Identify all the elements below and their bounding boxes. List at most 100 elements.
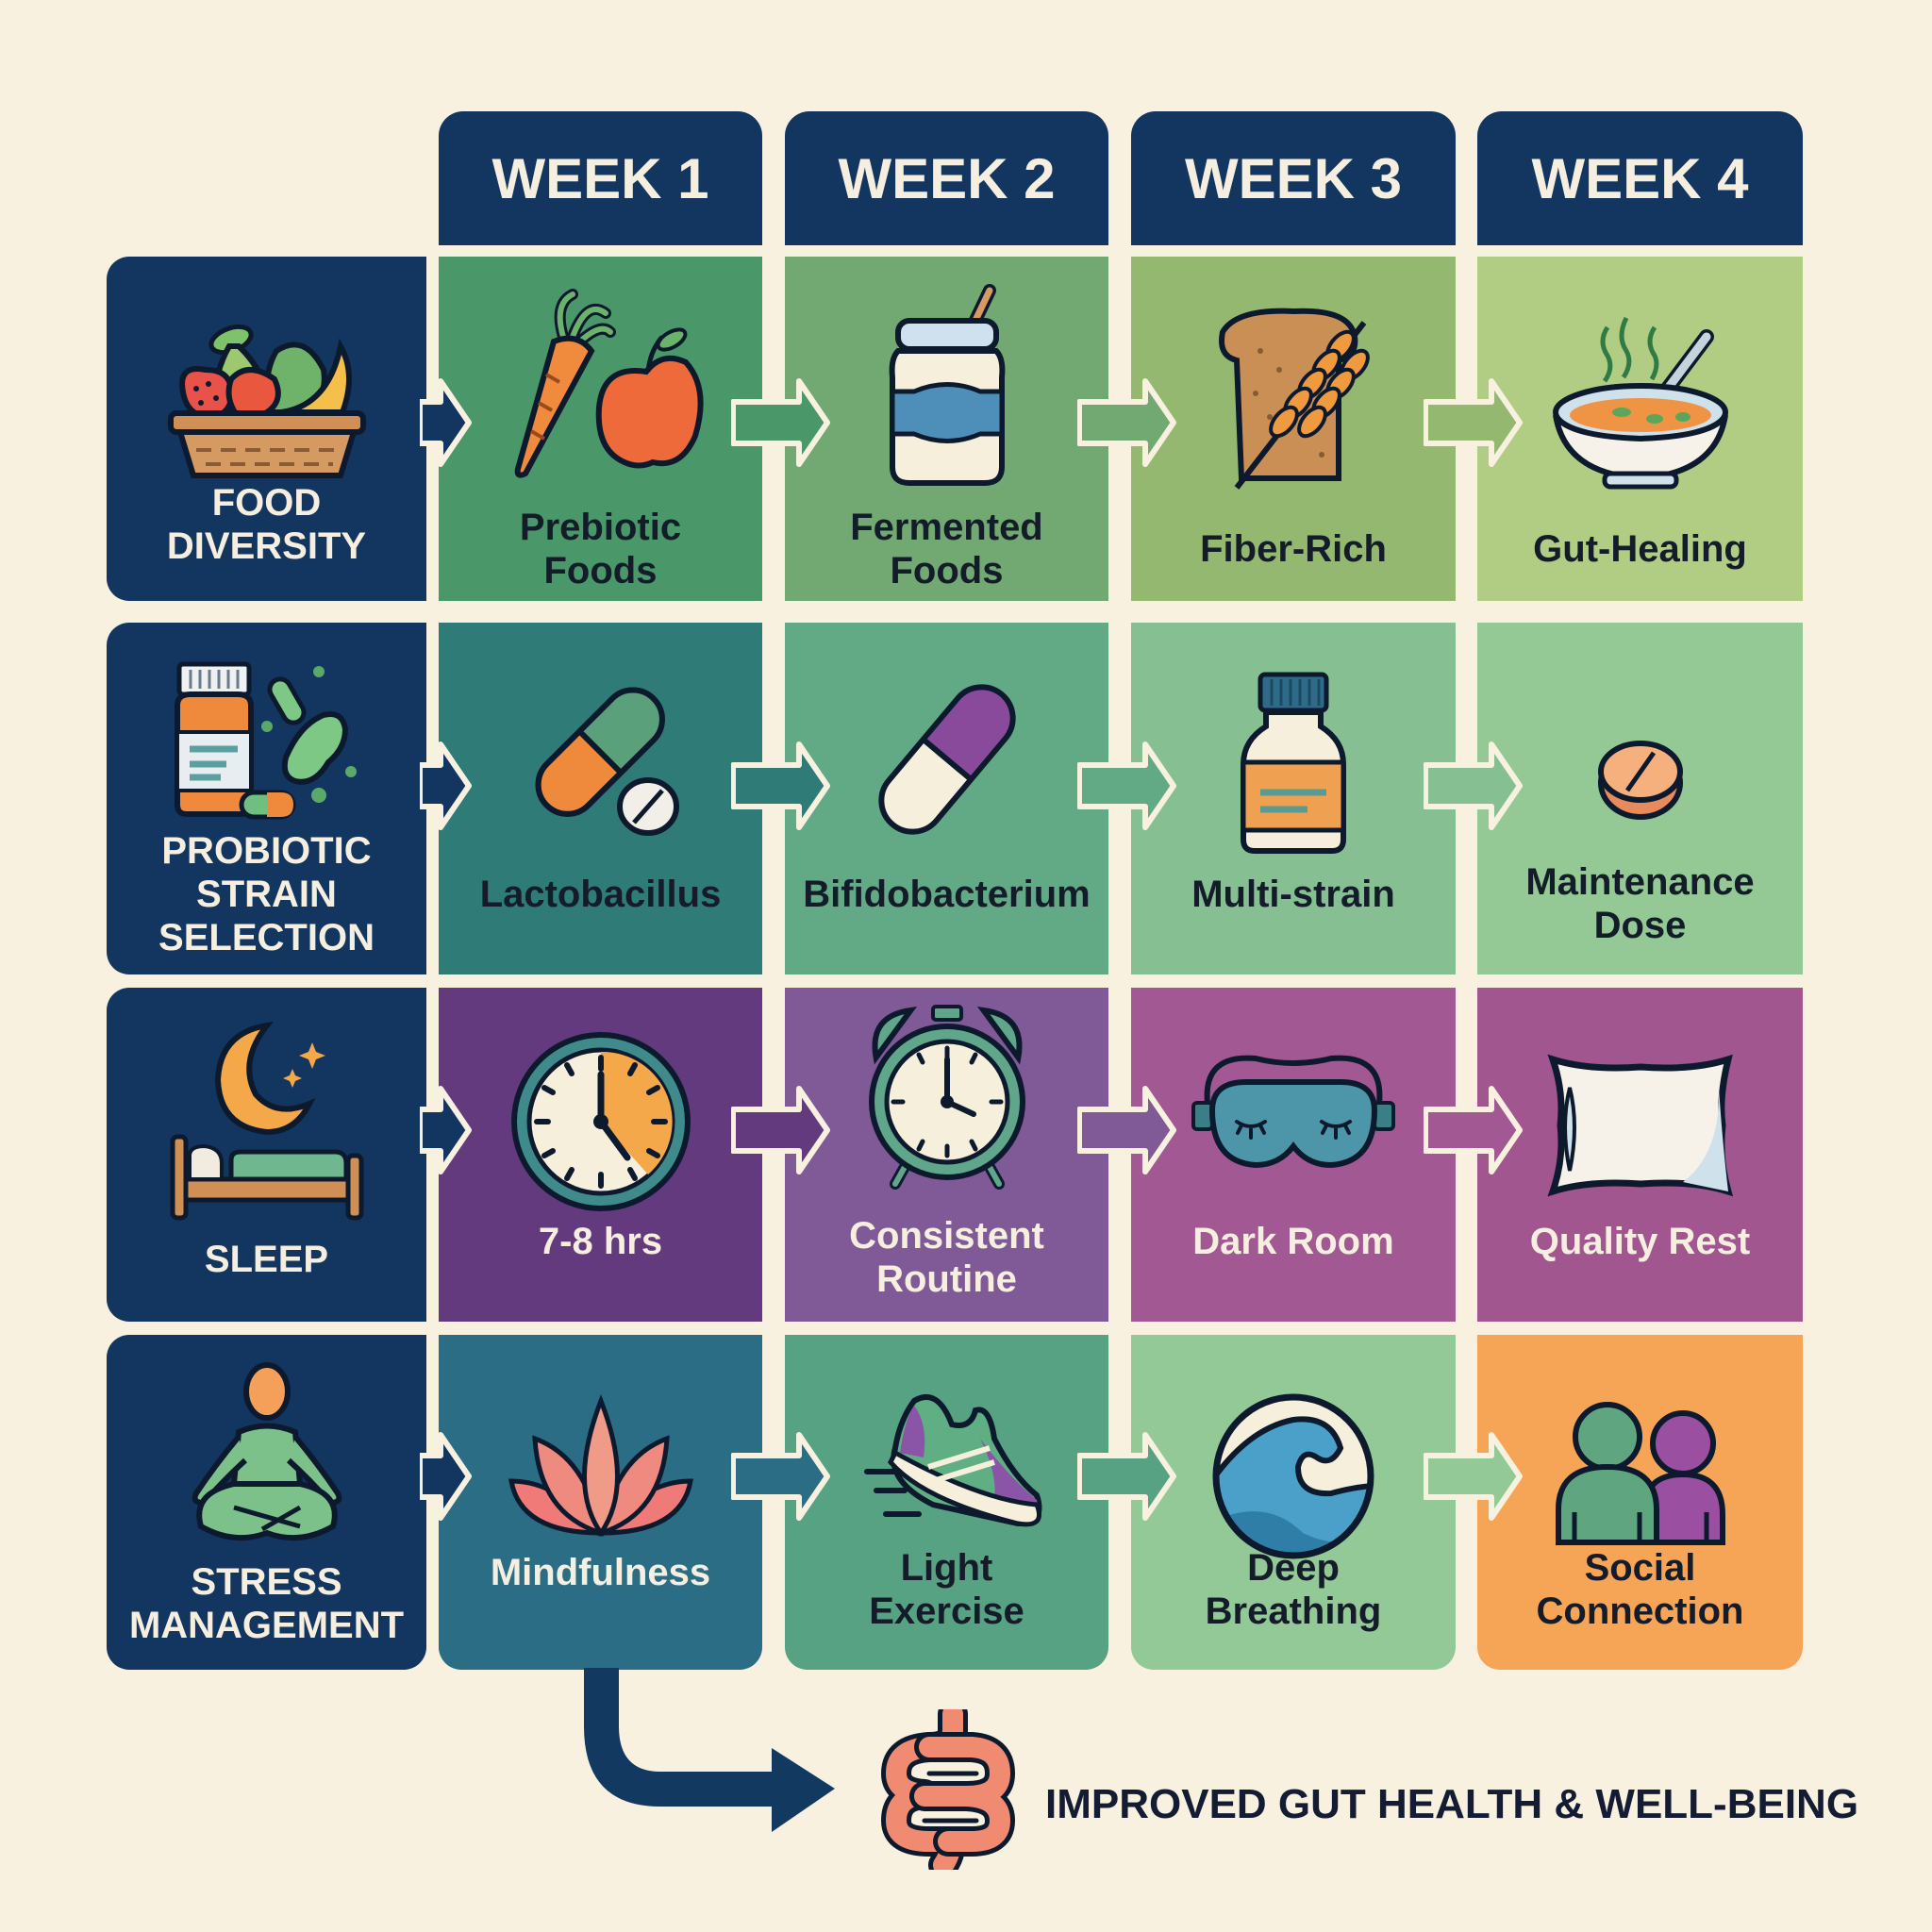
cell-label: Multi-strain: [1191, 842, 1395, 946]
cell-fiber-rich: Fiber-Rich: [1131, 257, 1456, 601]
arrow-icon: [420, 378, 472, 467]
cell-label: Prebiotic Foods: [520, 497, 681, 601]
meditation-person-icon: [192, 1362, 341, 1541]
label-line: Light: [900, 1547, 993, 1589]
label-line: Lactobacillus: [479, 874, 722, 915]
label-line: Dark Room: [1192, 1221, 1394, 1262]
cell-social-connection: Social Connection: [1477, 1335, 1803, 1670]
row-label-probiotic-strain-selection: PROBIOTIC STRAIN SELECTION: [107, 623, 426, 974]
pillow-icon: [1546, 1054, 1733, 1197]
label-line: Foods: [543, 550, 658, 591]
row-label-text: FOOD DIVERSITY: [167, 473, 366, 576]
arrow-icon: [731, 741, 830, 830]
cell-prebiotic-foods: Prebiotic Foods: [439, 257, 762, 601]
purple-capsule-icon: [877, 684, 1016, 835]
label-line: 7-8 hrs: [538, 1221, 663, 1262]
cell-multi-strain: Multi-strain: [1131, 623, 1456, 974]
label-line: DIVERSITY: [166, 525, 367, 567]
label-line: Gut-Healing: [1533, 528, 1747, 570]
week-1-header: WEEK 1: [439, 111, 762, 245]
capsule-pill-icon: [535, 687, 679, 836]
carrot-apple-icon: [514, 289, 704, 478]
cell-label: Light Exercise: [869, 1538, 1024, 1641]
cell-7-8-hrs: 7-8 hrs: [439, 988, 762, 1322]
lotus-icon: [508, 1394, 693, 1538]
cell-label: Deep Breathing: [1206, 1538, 1382, 1641]
cell-bifidobacterium: Bifidobacterium: [785, 623, 1108, 974]
cell-gut-healing: Gut-Healing: [1477, 257, 1803, 601]
arrow-icon: [1424, 378, 1523, 467]
label-line: MANAGEMENT: [128, 1605, 405, 1646]
moon-bed-icon: [170, 1021, 363, 1221]
label-line: Prebiotic: [519, 507, 682, 548]
arrow-icon: [731, 1086, 830, 1174]
arrow-icon: [1077, 741, 1176, 830]
soup-bowl-icon: [1552, 316, 1728, 490]
arrow-icon: [1424, 1432, 1523, 1521]
arrow-icon: [420, 741, 472, 830]
label-line: STRESS: [191, 1561, 342, 1603]
cell-label: Dark Room: [1192, 1190, 1393, 1293]
cell-label: Gut-Healing: [1533, 497, 1747, 601]
week-1-label: WEEK 1: [491, 146, 709, 210]
running-shoe-icon: [863, 1393, 1041, 1527]
label-line: Connection: [1536, 1591, 1744, 1632]
label-line: Bifidobacterium: [803, 874, 1091, 915]
cell-label: Consistent Routine: [849, 1201, 1044, 1314]
week-4-header: WEEK 4: [1477, 111, 1803, 245]
arrow-icon: [731, 378, 830, 467]
arrow-icon: [1424, 1086, 1523, 1174]
cell-consistent-routine: Consistent Routine: [785, 988, 1108, 1322]
cell-deep-breathing: Deep Breathing: [1131, 1335, 1456, 1670]
cell-label: Mindfulness: [491, 1521, 710, 1624]
cell-light-exercise: Light Exercise: [785, 1335, 1108, 1670]
yogurt-jar-icon: [889, 284, 1005, 486]
cell-label: Fermented Foods: [850, 497, 1043, 601]
row-label-sleep: SLEEP: [107, 988, 426, 1322]
week-2-header: WEEK 2: [785, 111, 1108, 245]
cell-dark-room: Dark Room: [1131, 988, 1456, 1322]
week-2-label: WEEK 2: [838, 146, 1056, 210]
tablet-icon: [1597, 741, 1683, 820]
label-line: Quality Rest: [1529, 1221, 1751, 1262]
label-line: Fermented: [850, 507, 1043, 548]
cell-fermented-foods: Fermented Foods: [785, 257, 1108, 601]
label-line: Fiber-Rich: [1200, 528, 1387, 570]
row-label-text: STRESS MANAGEMENT: [129, 1557, 404, 1651]
cell-lactobacillus: Lactobacillus: [439, 623, 762, 974]
bread-wheat-icon: [1219, 308, 1370, 490]
label-line: FOOD: [211, 482, 322, 524]
cell-label: Bifidobacterium: [803, 842, 1090, 946]
arrow-icon: [731, 1432, 830, 1521]
arrow-icon: [1077, 378, 1176, 467]
label-line: Dose: [1593, 905, 1687, 946]
label-line: Exercise: [869, 1591, 1024, 1632]
arrow-icon: [420, 1432, 472, 1521]
cell-mindfulness: Mindfulness: [439, 1335, 762, 1670]
row-label-food-diversity: FOOD DIVERSITY: [107, 257, 426, 601]
intestine-icon: [881, 1709, 1016, 1870]
label-line: SELECTION: [158, 917, 375, 958]
probiotic-bottle-bacteria-icon: [174, 661, 357, 820]
alarm-clock-icon: [868, 1005, 1025, 1190]
cell-label: Fiber-Rich: [1200, 497, 1387, 601]
cell-label: 7-8 hrs: [539, 1190, 662, 1293]
arrow-icon: [1077, 1432, 1176, 1521]
cell-quality-rest: Quality Rest: [1477, 988, 1803, 1322]
label-line: Routine: [876, 1258, 1017, 1300]
row-label-text: SLEEP: [205, 1222, 328, 1297]
row-label-stress-management: STRESS MANAGEMENT: [107, 1335, 426, 1670]
cell-label: Quality Rest: [1530, 1190, 1750, 1293]
label-line: Foods: [890, 550, 1004, 591]
outcome-arrow-icon: [584, 1668, 835, 1832]
week-4-label: WEEK 4: [1531, 146, 1749, 210]
outcome-label: IMPROVED GUT HEALTH & WELL-BEING: [1045, 1781, 1859, 1827]
wave-icon: [1212, 1393, 1374, 1559]
label-line: Multi-strain: [1191, 874, 1395, 915]
clock-icon: [510, 1032, 691, 1211]
sleep-mask-icon: [1191, 1055, 1395, 1169]
label-line: SLEEP: [204, 1239, 329, 1280]
label-line: Consistent: [849, 1215, 1044, 1257]
fruit-basket-icon: [167, 324, 366, 478]
label-line: Breathing: [1205, 1591, 1382, 1632]
